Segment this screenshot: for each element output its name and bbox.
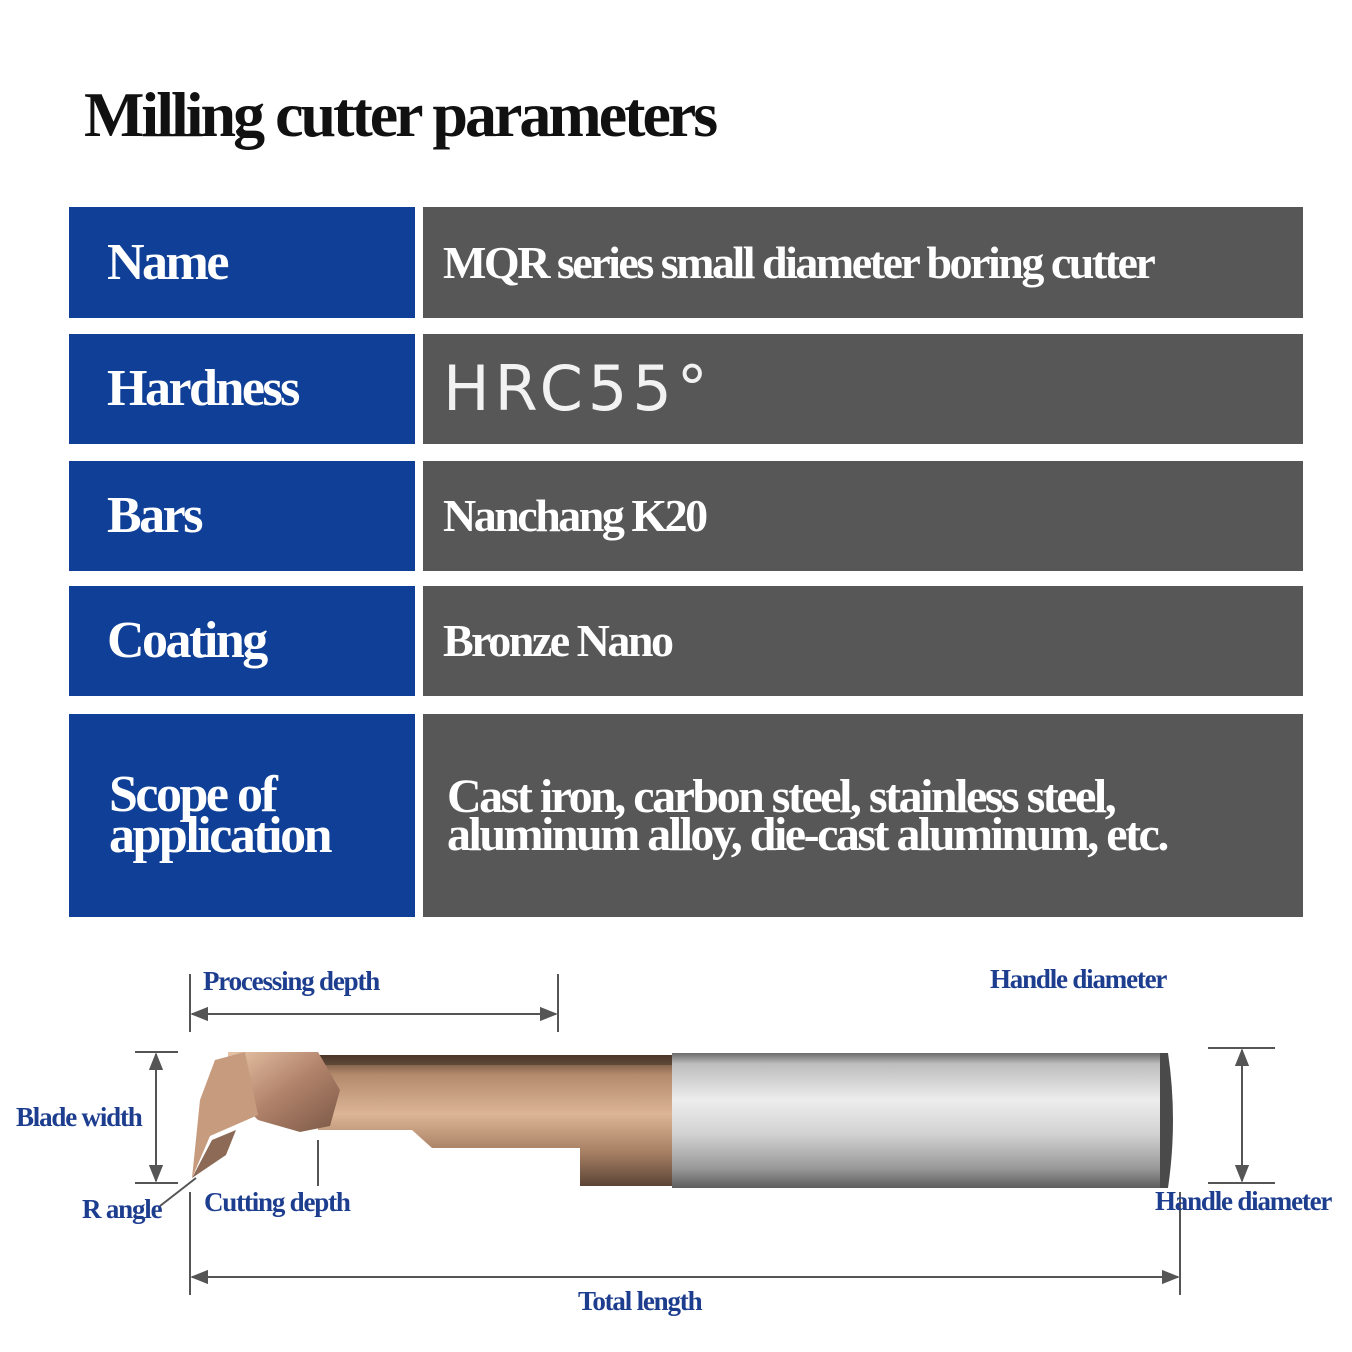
param-value-cell: Cast iron, carbon steel, stainless steel… <box>423 714 1303 917</box>
param-row-coating: Coating Bronze Nano <box>69 586 1303 696</box>
tool-diagram <box>135 974 1275 1295</box>
param-label-cell: Scope of application <box>69 714 415 917</box>
param-value: HRC55° <box>443 352 713 425</box>
page-title: Milling cutter parameters <box>84 79 718 150</box>
param-row-scope: Scope of application Cast iron, carbon s… <box>69 714 1303 917</box>
param-value: Bronze Nano <box>443 615 674 666</box>
param-row-bars: Bars Nanchang K20 <box>69 461 1303 571</box>
param-label-cell: Name <box>69 207 415 318</box>
param-label: Name <box>107 233 229 291</box>
r-angle-label: R angle <box>82 1194 163 1224</box>
cutting-depth-label: Cutting depth <box>204 1187 351 1217</box>
param-label-cell: Coating <box>69 586 415 696</box>
param-label: Coating <box>107 612 268 669</box>
param-value: Cast iron, carbon steel, stainless steel… <box>447 770 1169 861</box>
param-value-cell: MQR series small diameter boring cutter <box>423 207 1303 318</box>
param-row-name: Name MQR series small diameter boring cu… <box>69 207 1303 318</box>
param-label-cell: Hardness <box>69 334 415 444</box>
total-length-label: Total length <box>578 1286 703 1316</box>
handle-diameter-label-right: Handle diameter <box>1155 1186 1332 1216</box>
tool-neck <box>318 1055 672 1186</box>
param-value-cell: Nanchang K20 <box>423 461 1303 571</box>
tool-shank <box>672 1053 1173 1188</box>
dimension-lines <box>135 974 1275 1295</box>
param-label: Hardness <box>107 360 300 417</box>
param-value-cell: HRC55° <box>423 334 1303 444</box>
handle-diameter-label-top: Handle diameter <box>990 964 1167 994</box>
param-value: MQR series small diameter boring cutter <box>443 236 1156 288</box>
param-value: Nanchang K20 <box>443 490 708 541</box>
processing-depth-label: Processing depth <box>203 966 380 996</box>
tool-cutting-head <box>192 1052 340 1178</box>
param-label: Bars <box>107 487 204 544</box>
param-value-cell: Bronze Nano <box>423 586 1303 696</box>
param-label: Scope of application <box>109 765 333 864</box>
blade-width-label: Blade width <box>16 1102 143 1132</box>
param-label-cell: Bars <box>69 461 415 571</box>
param-row-hardness: Hardness HRC55° <box>69 334 1303 444</box>
